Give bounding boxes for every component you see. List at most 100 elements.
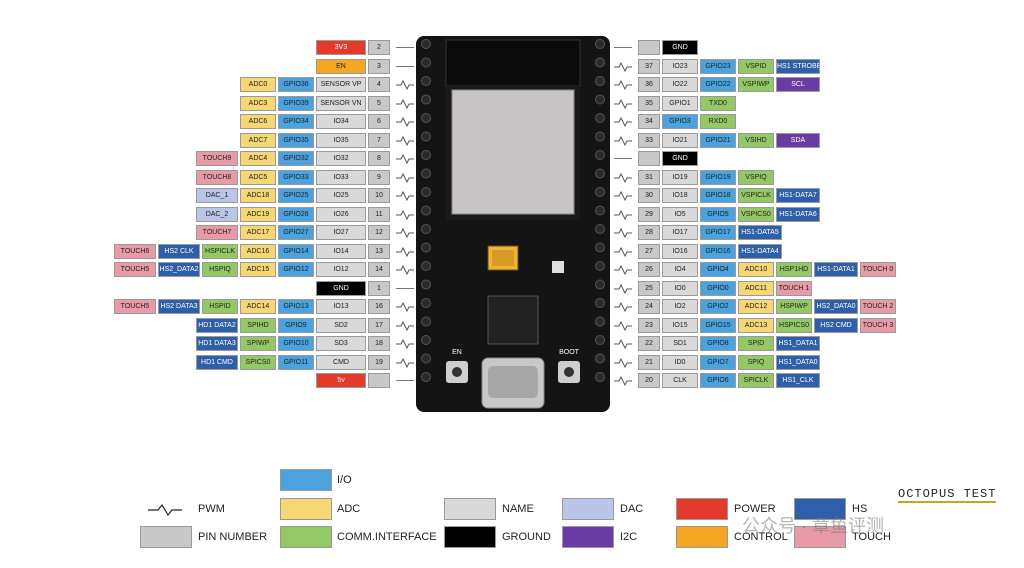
header-pin-hole bbox=[421, 113, 431, 123]
pin-label-hs: HS1_CLK bbox=[776, 373, 820, 388]
pin-label-comm: VSIHD bbox=[738, 132, 774, 148]
legend-name-swatch bbox=[444, 498, 496, 520]
header-pin-hole bbox=[595, 168, 605, 179]
legend-pwm-label: PWM bbox=[198, 503, 225, 515]
pwm-icon bbox=[614, 117, 632, 127]
pin-label-dac: DAC_2 bbox=[196, 206, 238, 222]
pin-number: 4 bbox=[368, 77, 390, 92]
pin-label-io: GPIO33 bbox=[278, 169, 314, 185]
esp32-board: EN BOOT bbox=[416, 36, 610, 412]
pin-number: 6 bbox=[368, 114, 390, 129]
pin-label-hs: HS1-DATA7 bbox=[776, 188, 820, 203]
pin-label-hs: HS1-DATA1 bbox=[814, 262, 858, 277]
pwm-icon bbox=[614, 172, 632, 183]
pin-label-name: GPIO1 bbox=[662, 95, 698, 111]
pin-wire bbox=[614, 158, 632, 159]
legend-io-swatch bbox=[280, 469, 332, 491]
pin-label-hs: HS1 STROBE bbox=[776, 58, 820, 74]
header-pin-hole bbox=[595, 224, 605, 234]
pin-label-adc: ADC12 bbox=[738, 299, 774, 314]
pin-number: 37 bbox=[638, 58, 660, 74]
pin-label-adc: ADC5 bbox=[240, 169, 276, 185]
watermark-text: 公众号 · 章鱼评测 bbox=[742, 516, 884, 536]
pin-label-io: GPIO9 bbox=[278, 317, 314, 333]
pin-label-touch: TOUCH6 bbox=[114, 243, 156, 259]
pin-label-io: GPIO23 bbox=[700, 58, 736, 74]
header-pin-hole bbox=[595, 372, 605, 382]
pin-label-name: IO4 bbox=[662, 262, 698, 277]
pin-number: 10 bbox=[368, 188, 390, 203]
pin-label-name: SENSOR VP bbox=[316, 77, 366, 92]
legend-control-label: CONTROL bbox=[734, 531, 788, 543]
legend-comm-label: COMM.INTERFACE bbox=[337, 531, 437, 543]
pin-label-name: IO17 bbox=[662, 225, 698, 240]
pin-label-io: GPIO39 bbox=[278, 95, 314, 111]
pwm-icon bbox=[396, 80, 414, 90]
pin-number: 18 bbox=[368, 336, 390, 351]
header-pin-hole bbox=[421, 187, 431, 197]
pin-label-name: IO14 bbox=[316, 243, 366, 259]
pin-label-io: GPIO25 bbox=[278, 188, 314, 203]
pin-label-hs: HS1-DATA4 bbox=[738, 243, 782, 259]
header-pin-hole bbox=[595, 353, 605, 364]
pwm-icon bbox=[396, 302, 414, 312]
pin-label-io: GPIO35 bbox=[278, 132, 314, 148]
pwm-icon bbox=[396, 154, 414, 164]
pin-number: 14 bbox=[368, 262, 390, 277]
pin-number: 30 bbox=[638, 188, 660, 203]
pwm-icon bbox=[614, 135, 632, 146]
pin-label-io: GPIO3 bbox=[662, 114, 698, 129]
pwm-icon bbox=[396, 117, 414, 127]
boot-button-label: BOOT bbox=[559, 349, 580, 356]
pwm-icon bbox=[396, 246, 414, 257]
legend-name-label: NAME bbox=[502, 503, 534, 515]
pin-label-comm: SPIQ bbox=[738, 354, 774, 370]
pin-label-hs: HS2_DATA0 bbox=[814, 299, 858, 314]
header-pin-hole bbox=[595, 150, 605, 160]
pin-label-comm: VSPICLK bbox=[738, 188, 774, 203]
pin-label-io: GPIO22 bbox=[700, 77, 736, 92]
pin-number: 25 bbox=[638, 280, 660, 296]
header-pin-hole bbox=[595, 335, 605, 345]
pin-label-ground: GND bbox=[662, 151, 698, 166]
legend-comm-swatch bbox=[280, 526, 332, 548]
pwm-icon bbox=[614, 191, 632, 201]
header-pin-hole bbox=[595, 205, 605, 216]
legend-touch-label: TOUCH bbox=[852, 531, 891, 543]
pin-label-io: GPIO36 bbox=[278, 77, 314, 92]
pin-label-io: GPIO13 bbox=[278, 299, 314, 314]
header-pin-hole bbox=[595, 187, 605, 197]
legend-dac-swatch bbox=[562, 498, 614, 520]
pin-label-name: IO15 bbox=[662, 317, 698, 333]
header-pin-hole bbox=[595, 261, 605, 271]
pin-label-comm: TXD0 bbox=[700, 95, 736, 111]
pin-label-name: CLK bbox=[662, 373, 698, 388]
led-connector bbox=[552, 261, 564, 273]
antenna-area bbox=[445, 39, 581, 87]
pin-label-power: 3V3 bbox=[316, 40, 366, 55]
header-pin-hole bbox=[595, 242, 605, 253]
pin-label-hs: HS2 DATA3 bbox=[158, 299, 200, 314]
pin-wire bbox=[396, 65, 414, 67]
pin-label-io: GPIO26 bbox=[278, 206, 314, 222]
pin-label-io: GPIO17 bbox=[700, 225, 736, 240]
pwm-icon bbox=[614, 376, 632, 386]
pin-label-adc: ADC0 bbox=[240, 77, 276, 92]
pin-label-name: IO22 bbox=[662, 77, 698, 92]
pin-label-io: GPIO16 bbox=[700, 243, 736, 259]
pin-label-name: IO26 bbox=[316, 206, 366, 222]
pin-label-touch: TOUCH 2 bbox=[860, 299, 896, 314]
pin-label-comm: HSPID bbox=[202, 299, 238, 314]
pin-label-comm: HSPICS0 bbox=[776, 317, 812, 333]
pin-label-adc: ADC10 bbox=[738, 262, 774, 277]
en-button-label: EN bbox=[452, 349, 462, 356]
header-pin-hole bbox=[595, 131, 605, 142]
pin-label-hs: HS2_DATA2 bbox=[158, 262, 200, 277]
pin-number: 8 bbox=[368, 151, 390, 166]
legend-ground-label: GROUND bbox=[502, 531, 551, 543]
header-pin-hole bbox=[421, 76, 431, 86]
pwm-icon bbox=[396, 357, 414, 368]
pin-label-adc: ADC19 bbox=[240, 206, 276, 222]
legend-i2c-label: I2C bbox=[620, 531, 638, 543]
header-pin-hole bbox=[421, 131, 431, 142]
